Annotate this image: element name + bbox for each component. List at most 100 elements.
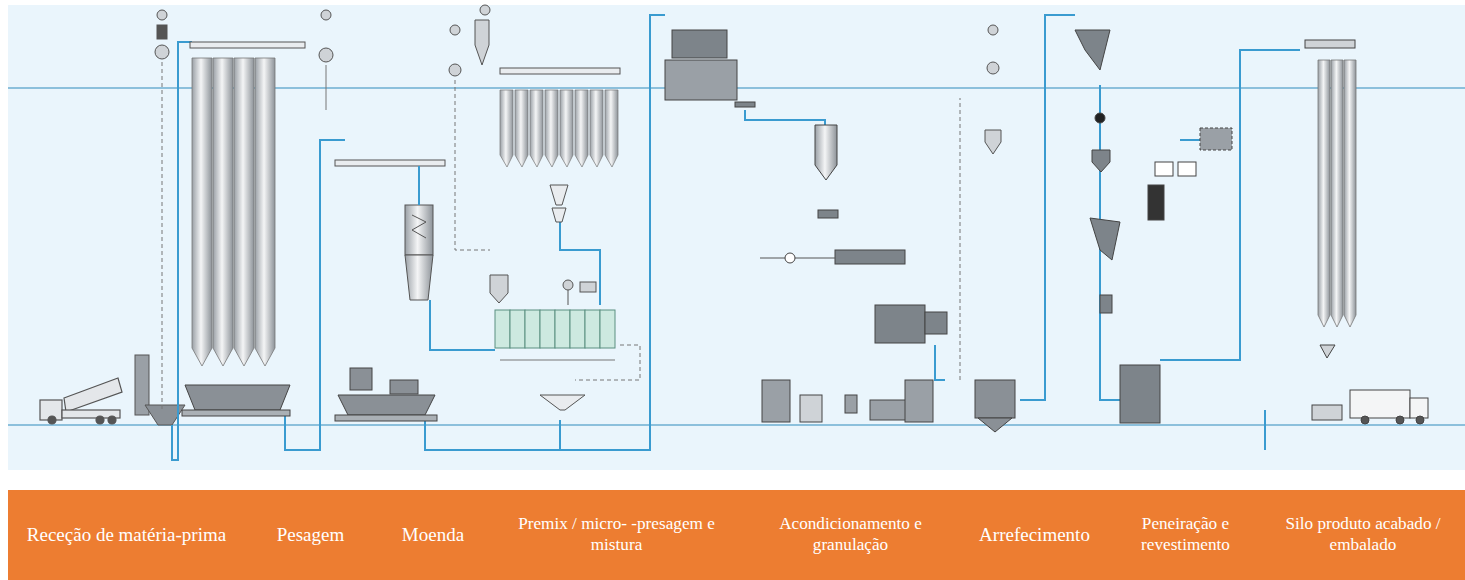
cooler — [978, 418, 1012, 432]
sieve — [1075, 30, 1160, 423]
stage-label: Pesagem — [271, 524, 351, 547]
truck — [48, 416, 56, 424]
dust-filter — [319, 48, 333, 62]
background-panel — [8, 5, 1465, 470]
premix-bin — [585, 310, 600, 348]
collector-conveyor — [182, 410, 290, 416]
conditioner — [925, 312, 947, 334]
pipe — [935, 345, 945, 380]
premix-bin — [495, 310, 510, 348]
premix-bin — [525, 310, 540, 348]
truck — [40, 378, 122, 424]
coating-control — [1148, 128, 1232, 220]
loading — [1305, 40, 1428, 424]
hammer-mill — [418, 166, 420, 205]
dust-filter — [321, 10, 331, 20]
mixer — [540, 395, 585, 410]
truck — [64, 378, 122, 412]
stage-label: Premix / micro- -presagem e mistura — [491, 514, 742, 555]
loading — [1350, 390, 1410, 418]
micro-dosing-silo — [515, 90, 528, 167]
premix-bin — [495, 310, 615, 348]
dust-filter — [449, 64, 461, 76]
stage-cell: Acondicionamento e granulação — [743, 490, 958, 580]
floor-line — [8, 424, 1465, 426]
loading — [1312, 405, 1342, 420]
pellet-bin — [815, 125, 837, 180]
dust-filter — [157, 25, 167, 39]
dust-filter — [960, 25, 1001, 380]
stage-label: Moenda — [396, 524, 470, 547]
pipe — [425, 15, 665, 450]
micro-dosing-silo — [575, 90, 588, 167]
hammer-mill — [412, 215, 426, 238]
mixer — [575, 345, 640, 380]
dust-filter — [960, 98, 961, 380]
pipe — [172, 15, 1300, 460]
dust-filter — [449, 5, 490, 250]
conditioner — [785, 253, 795, 263]
micro-dosing-silo — [560, 90, 573, 167]
weighing-scale — [390, 380, 418, 394]
conveyor — [190, 42, 305, 48]
dust-filter — [155, 10, 169, 410]
weigh-hopper — [552, 208, 566, 222]
pipe — [1180, 139, 1200, 141]
pipe — [559, 420, 561, 450]
weigh-hopper — [550, 185, 568, 222]
cooler — [975, 380, 1015, 418]
stage-cell: Receção de matéria-prima — [8, 490, 245, 580]
pellet-bin — [665, 30, 838, 218]
pellet-bin — [672, 30, 727, 58]
coating-control — [1200, 128, 1232, 150]
manual-addition — [490, 275, 596, 305]
truck — [108, 416, 116, 424]
pipe — [172, 42, 192, 460]
stage-cell: Premix / micro- -presagem e mistura — [491, 490, 742, 580]
pipe — [1264, 410, 1266, 450]
storage-silo — [192, 58, 1356, 366]
micro-dosing-silo — [590, 90, 603, 167]
storage-silo — [192, 58, 212, 366]
stage-label: Acondicionamento e granulação — [743, 514, 958, 555]
dust-filter — [985, 130, 1001, 154]
steam-unit — [762, 380, 933, 422]
conveyor — [190, 42, 620, 166]
steam-unit — [870, 400, 910, 420]
sieve — [1090, 218, 1120, 260]
weighing-scale — [335, 415, 437, 421]
conditioner — [875, 305, 925, 343]
stage-cell: Pesagem — [246, 490, 375, 580]
premix-bin — [510, 310, 525, 348]
pellet-bin — [735, 102, 755, 107]
stage-label: Peneiração e revestimento — [1111, 514, 1260, 555]
micro-dosing-silo — [530, 90, 543, 167]
hammer-mill — [405, 205, 433, 255]
pellet-bin — [818, 210, 838, 218]
manual-addition — [490, 275, 508, 303]
micro-dosing-silo — [605, 90, 618, 167]
background-panel — [8, 5, 1465, 470]
collector-conveyor — [182, 385, 290, 416]
loading — [1305, 40, 1355, 48]
storage-silo — [213, 58, 233, 366]
premix-bin — [600, 310, 615, 348]
loading — [1320, 345, 1335, 358]
weighing-scale — [350, 368, 372, 390]
loading — [1396, 416, 1404, 424]
cooler — [975, 380, 1015, 432]
dust-filter — [450, 25, 460, 35]
pipe — [430, 300, 495, 350]
manual-addition — [568, 290, 569, 305]
dust-filter — [157, 10, 167, 20]
loading — [1361, 416, 1369, 424]
pellet-bin — [665, 60, 737, 100]
manual-addition — [580, 282, 596, 292]
dust-filter — [155, 45, 169, 59]
stage-label: Receção de matéria-prima — [21, 524, 232, 547]
premix-bin — [555, 310, 570, 348]
pipe — [1020, 15, 1075, 400]
conditioner — [760, 250, 947, 343]
hammer-mill — [405, 166, 433, 300]
pipe — [1160, 50, 1300, 360]
